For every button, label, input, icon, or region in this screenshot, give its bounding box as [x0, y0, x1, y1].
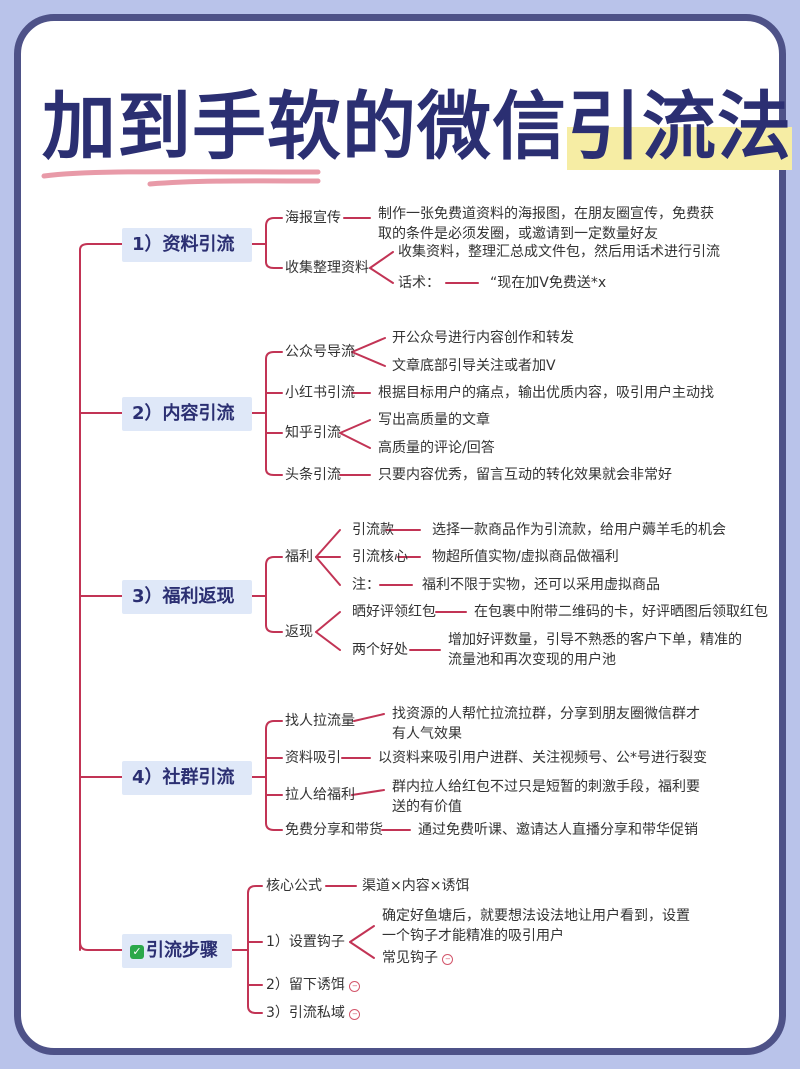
- s4-item-4-detail: 通过免费听课、邀请达人直播分享和带华促销: [418, 822, 698, 838]
- s5-item-2-sub-2-text: 常见钩子: [382, 950, 438, 966]
- s3-item-2-sub-2-detail: 增加好评数量，引导不熟悉的客户下单，精准的流量池和再次变现的用户池: [448, 632, 742, 668]
- collapse-marker-icon: −: [349, 1009, 361, 1020]
- section-2-label: 2）内容引流: [122, 397, 252, 431]
- s5-item-2-label: 1）设置钩子: [266, 934, 345, 950]
- s3-item-1-label: 福利: [285, 549, 313, 565]
- s4-item-3-label: 拉人给福利: [285, 787, 355, 803]
- s3-item-2-sub-1-detail: 在包裹中附带二维码的卡，好评晒图后领取红包: [474, 604, 768, 620]
- s5-item-4-label: 3）引流私域 −: [266, 1003, 361, 1023]
- s3-item-1-sub-2: 引流核心: [352, 549, 408, 565]
- section-1-label: 1）资料引流: [122, 228, 252, 262]
- s3-item-2-sub-1: 晒好评领红包: [352, 604, 436, 620]
- s1-item-2-sub-1: 收集资料，整理汇总成文件包，然后用话术进行引流: [398, 244, 720, 260]
- s3-item-1-sub-3-detail: 福利不限于实物，还可以采用虚拟商品: [422, 577, 660, 593]
- s2-item-3-sub-1: 写出高质量的文章: [378, 412, 490, 428]
- s2-item-2-detail: 根据目标用户的痛点，输出优质内容，吸引用户主动找: [378, 385, 714, 401]
- s5-item-3-text: 2）留下诱饵: [266, 977, 345, 993]
- s4-item-4-label: 免费分享和带货: [285, 822, 383, 838]
- s1-item-2-sub-2: 话术：: [398, 275, 440, 291]
- collapse-marker-icon: −: [349, 981, 361, 992]
- s3-item-1-sub-3: 注：: [352, 577, 380, 593]
- s4-item-1-label: 找人拉流量: [285, 713, 355, 729]
- page-title: 加到手软的微信引流法: [42, 82, 792, 172]
- s4-item-2-detail: 以资料来吸引用户进群、关注视频号、公*号进行裂变: [378, 750, 707, 766]
- s2-item-3-label: 知乎引流: [285, 425, 341, 441]
- section-4-label: 4）社群引流: [122, 761, 252, 795]
- s1-item-2-label: 收集整理资料: [285, 260, 369, 276]
- s3-item-1-sub-2-detail: 物超所值实物/虚拟商品做福利: [432, 549, 619, 565]
- s5-item-4-text: 3）引流私域: [266, 1005, 345, 1021]
- check-icon: ✓: [130, 945, 144, 959]
- section-5-label: ✓引流步骤: [122, 934, 232, 968]
- s1-item-1-label: 海报宣传: [285, 210, 341, 226]
- s2-item-4-detail: 只要内容优秀，留言互动的转化效果就会非常好: [378, 467, 672, 483]
- title-highlight: 引流法: [567, 84, 792, 170]
- s3-item-2-label: 返现: [285, 624, 313, 640]
- s2-item-1-label: 公众号导流: [285, 344, 355, 360]
- s1-item-1-detail: 制作一张免费道资料的海报图，在朋友圈宣传，免费获取的条件是必须发圈，或邀请到一定…: [378, 206, 714, 242]
- s5-item-3-label: 2）留下诱饵 −: [266, 975, 361, 995]
- s2-item-1-sub-1: 开公众号进行内容创作和转发: [392, 330, 574, 346]
- section-5-text: 引流步骤: [146, 940, 218, 961]
- section-3-label: 3）福利返现: [122, 580, 252, 614]
- s3-item-2-sub-2: 两个好处: [352, 642, 408, 658]
- s5-item-1-detail: 渠道×内容×诱饵: [362, 878, 470, 894]
- s4-item-2-label: 资料吸引: [285, 750, 341, 766]
- s3-item-1-sub-1: 引流款: [352, 522, 394, 538]
- s5-item-1-label: 核心公式: [266, 878, 322, 894]
- s2-item-1-sub-2: 文章底部引导关注或者加V: [392, 358, 556, 374]
- s2-item-4-label: 头条引流: [285, 467, 341, 483]
- s3-item-1-sub-1-detail: 选择一款商品作为引流款，给用户薅羊毛的机会: [432, 522, 726, 538]
- title-main: 加到手软的微信: [42, 84, 567, 170]
- s4-item-1-detail: 找资源的人帮忙拉流拉群，分享到朋友圈微信群才有人气效果: [392, 706, 700, 742]
- title-underline-decoration: [41, 169, 321, 187]
- s2-item-2-label: 小红书引流: [285, 385, 355, 401]
- s5-item-2-sub-1: 确定好鱼塘后，就要想法设法地让用户看到，设置一个钩子才能精准的吸引用户: [382, 908, 690, 944]
- s4-item-3-detail: 群内拉人给红包不过只是短暂的刺激手段，福利要送的有价值: [392, 779, 700, 815]
- s2-item-3-sub-2: 高质量的评论/回答: [378, 440, 495, 456]
- collapse-marker-icon: −: [442, 954, 454, 965]
- s5-item-2-sub-2: 常见钩子 −: [382, 948, 454, 968]
- poster-card: [14, 14, 786, 1055]
- s1-item-2-sub-2-detail: “现在加V免费送*x: [490, 275, 607, 291]
